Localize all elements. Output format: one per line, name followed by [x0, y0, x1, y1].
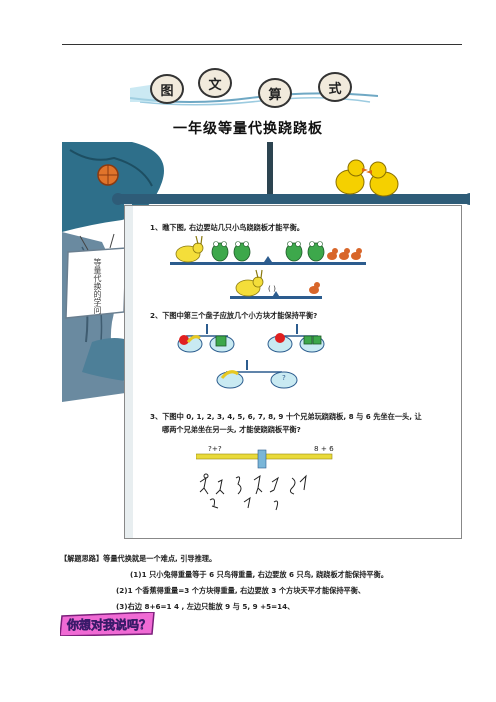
- seesaw-pivot: [262, 256, 274, 265]
- question-1-text: 1、瞧下图, 右边要站几只小鸟跷跷板才能平衡。: [150, 223, 304, 232]
- screen-top-bar: [114, 194, 470, 204]
- q2-scales-figure: [177, 324, 325, 389]
- ask-banner: 你想对我说吗？: [60, 612, 156, 636]
- chicks-icon: [335, 159, 399, 197]
- bird-icon: [309, 282, 320, 294]
- solution-heading: 【解题思路】等量代换就是一个难点, 引导推理。: [60, 554, 217, 563]
- header-char-3: 算: [258, 78, 292, 108]
- q3-seesaw-figure: [196, 449, 333, 511]
- frog-icon: [307, 241, 325, 262]
- header-char-1: 图: [150, 74, 184, 104]
- screen-pole: [267, 142, 273, 204]
- q3-left-label: ?+?: [208, 444, 222, 453]
- rabbit-icon: [235, 269, 264, 297]
- scale-2: [267, 324, 325, 353]
- question-2-text: 2、下图中第三个盘子应放几个小方块才能保持平衡?: [150, 311, 318, 320]
- bird-icon: [327, 248, 338, 260]
- banana-icon: [186, 335, 201, 343]
- block-icon: [303, 335, 313, 345]
- q2-question-mark: ?: [282, 373, 286, 382]
- header-char-2: 文: [198, 68, 232, 98]
- frog-icon: [211, 241, 229, 262]
- solution-step-2: (2)1 个香蕉得重量=3 个方块得重量, 右边要放 3 个方块天平才能保持平衡…: [116, 586, 366, 595]
- solution-step-1: (1)1 只小兔得重量等于 6 只鸟得重量, 右边要放 6 只鸟, 跷跷板才能保…: [130, 570, 388, 579]
- top-rule: [62, 44, 462, 45]
- ask-banner-text: 你想对我说吗？: [66, 618, 152, 633]
- apple-icon: [275, 333, 285, 343]
- header-char-4: 式: [318, 72, 352, 102]
- page-title: 一年级等量代换跷跷板: [173, 121, 323, 137]
- banana-icon: [220, 370, 239, 379]
- block-icon: [312, 335, 322, 345]
- bird-icon: [351, 248, 362, 260]
- ask-banner-bg: [60, 612, 155, 636]
- apple-icon: [179, 335, 189, 345]
- sign-text: 等量代换的学问: [93, 258, 102, 314]
- question-3-line-2: 哪两个兄弟坐在另一头, 才能使跷跷板平衡?: [162, 425, 301, 434]
- rabbit-icon: [175, 236, 204, 263]
- solution-step-3: (3)右边 8+6=1 4 , 左边只能放 9 与 5, 9 +5=14、: [116, 602, 295, 611]
- scale-1: [177, 324, 235, 353]
- block-icon: [215, 335, 227, 347]
- frog-icon: [233, 241, 251, 262]
- q3-right-label: 8 + 6: [314, 444, 334, 453]
- q1-blank: ( ): [268, 284, 276, 293]
- frog-icon: [285, 241, 303, 262]
- header-banner: 图 文 算 式: [129, 68, 379, 108]
- q1-seesaw-figure: [170, 236, 366, 299]
- number-brothers-icon: [199, 473, 307, 511]
- scale-3: [216, 360, 298, 389]
- question-3-line-1: 3、下图中 0, 1, 2, 3, 4, 5, 6, 7, 8, 9 十个兄弟玩…: [150, 412, 422, 421]
- bird-icon: [339, 248, 350, 260]
- seesaw-pivot: [257, 449, 267, 469]
